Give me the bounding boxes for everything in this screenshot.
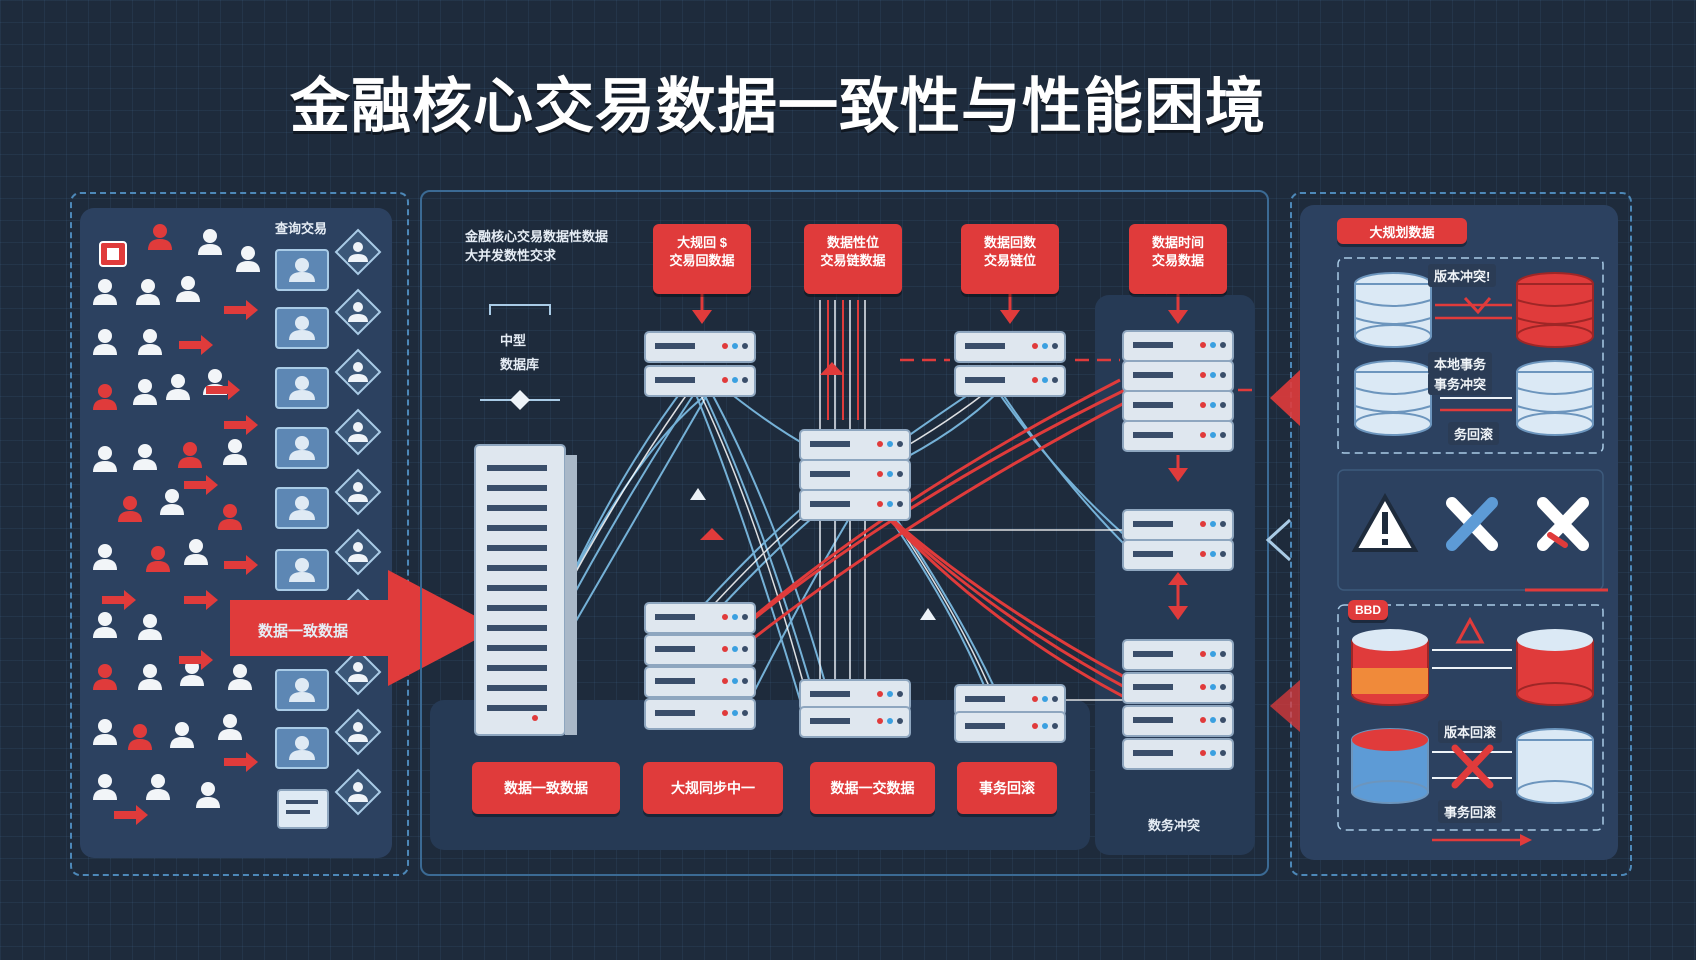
right-panel-header: 大规划数据 [1337, 218, 1467, 244]
left-panel [70, 192, 409, 876]
label-transaction-rollback: 事务回滚 [1438, 800, 1503, 823]
node-label-2: 数据库 [500, 357, 540, 372]
bottom-tag: BBD [1348, 600, 1388, 620]
bottom-button-data[interactable]: 数据一交数据 [810, 762, 935, 814]
right-panel [1290, 192, 1632, 876]
center-panel [420, 190, 1269, 876]
callout-2: 数据性位交易链数据 [804, 224, 902, 294]
callout-1: 大规回 $交易回数据 [653, 224, 751, 294]
node-label-1: 中型 [500, 333, 527, 348]
bottom-right-label: 数务冲突 [1148, 818, 1201, 833]
bottom-button-sync[interactable]: 大规同步中一 [643, 762, 783, 814]
label-version-rollback: 版本回滚 [1438, 720, 1503, 743]
big-arrow-label: 数据一致数据 [258, 623, 349, 640]
label-rollback-top: 务回滚 [1448, 422, 1500, 445]
left-panel-header: 查询交易 [275, 221, 328, 236]
page-title: 金融核心交易数据一致性与性能困境 [290, 73, 1266, 140]
label-version-conflict: 版本冲突! [1428, 264, 1497, 287]
center-info-line2: 大并发数性交求 [465, 248, 557, 263]
bottom-button-consistency[interactable]: 数据一致数据 [472, 762, 620, 814]
callout-4: 数据时间交易数据 [1129, 224, 1227, 294]
label-local-transaction: 本地事务 [1428, 352, 1493, 375]
center-info-line1: 金融核心交易数据性数据 [465, 229, 609, 244]
bottom-button-rollback[interactable]: 事务回滚 [957, 762, 1057, 814]
label-transaction-conflict: 事务冲突 [1428, 372, 1493, 395]
callout-3: 数据回数交易链位 [961, 224, 1059, 294]
